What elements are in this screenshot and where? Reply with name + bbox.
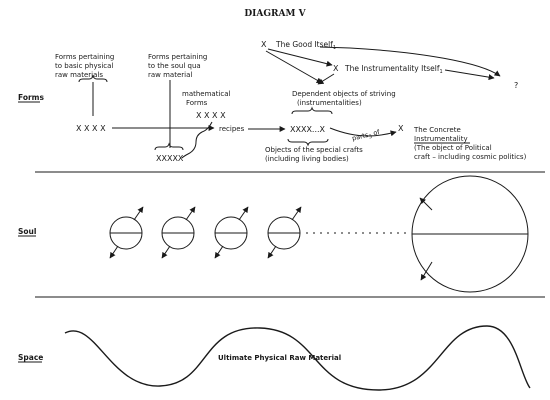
label-ultimate-physical: Ultimate Physical Raw Material	[218, 354, 341, 362]
section-label-forms: Forms	[18, 93, 44, 102]
parts-of-text-b: of	[370, 128, 381, 138]
curve-dependent-to-concrete	[329, 127, 397, 137]
label-parts-of: parts3 of	[351, 128, 382, 145]
parts-of-group: parts3 of	[351, 128, 382, 145]
label-soul-qua-line2: to the soul qua	[148, 62, 201, 70]
label-special-line2: (including living bodies)	[265, 155, 349, 163]
label-mathematical-line2: Forms	[186, 99, 208, 107]
xxxxx-soul-qua: XXXXX	[156, 154, 184, 163]
label-dependent-line2: (instrumentalities)	[297, 99, 362, 107]
label-mathematical-line1: mathematical	[182, 90, 231, 98]
good-itself-subscript: 1	[333, 45, 336, 51]
instrumentality-itself-text: The Instrumentality Itself	[344, 64, 440, 73]
brace-basic-physical	[78, 74, 108, 83]
instrumentality-subscript: 1	[440, 69, 443, 75]
brace-special-crafts	[287, 138, 329, 147]
parts-of-text-a: parts	[351, 131, 370, 143]
label-instrumentality-itself: The Instrumentality Itself1	[344, 64, 443, 75]
instrumentality-x: X	[333, 64, 339, 73]
arrow-instr-to-question	[444, 69, 495, 81]
section-label-soul: Soul	[18, 227, 36, 236]
good-itself-text: The Good Itself	[275, 40, 333, 49]
brace-dependent	[291, 106, 333, 115]
label-soul-qua-line3: raw material	[148, 71, 192, 79]
space-wave	[64, 325, 531, 391]
soul-circle-2	[161, 206, 196, 259]
arrow-good-to-instr	[267, 48, 333, 67]
label-concrete-line1: The Concrete	[413, 126, 461, 134]
good-itself-x: X	[261, 40, 267, 49]
arrow-good-to-dependent	[265, 50, 323, 84]
question-mark: ?	[514, 81, 518, 90]
label-basic-physical-line1: Forms pertaining	[55, 53, 114, 61]
soul-circle-large	[411, 175, 529, 293]
label-concrete-line4: craft – including cosmic politics)	[414, 153, 527, 161]
arrow-instr-to-dependent	[317, 73, 335, 85]
label-basic-physical-line3: raw materials	[55, 71, 103, 79]
soul-circle-1	[109, 206, 144, 259]
xxxx-dots-x: XXXX...X	[290, 125, 326, 134]
line-good-right	[319, 46, 351, 49]
label-dependent-line1: Dependent objects of striving	[292, 90, 396, 98]
soul-circle-4	[267, 206, 302, 259]
label-soul-qua-line1: Forms pertaining	[148, 53, 207, 61]
parts-of-subscript: 3	[368, 134, 373, 141]
section-label-space: Space	[18, 353, 43, 362]
label-good-itself: The Good Itself1	[275, 40, 336, 51]
label-special-line1: Objects of the special crafts	[265, 146, 363, 154]
curve-good-to-question	[349, 47, 501, 77]
squiggle-math-to-soul	[181, 121, 213, 159]
xxxx-mathematical: X X X X	[196, 111, 226, 120]
label-concrete-line2: Instrumentality	[414, 135, 468, 143]
xxxx-basic-physical: X X X X	[76, 124, 106, 133]
diagram-title: DIAGRAM V	[244, 9, 306, 19]
brace-soul-qua	[154, 142, 184, 151]
label-recipes: recipes	[219, 125, 245, 133]
soul-circle-3	[214, 206, 249, 259]
label-basic-physical-line2: to basic physical	[55, 62, 113, 70]
label-concrete-line3: (The object of Political	[414, 144, 492, 152]
concrete-x: X	[398, 124, 404, 133]
